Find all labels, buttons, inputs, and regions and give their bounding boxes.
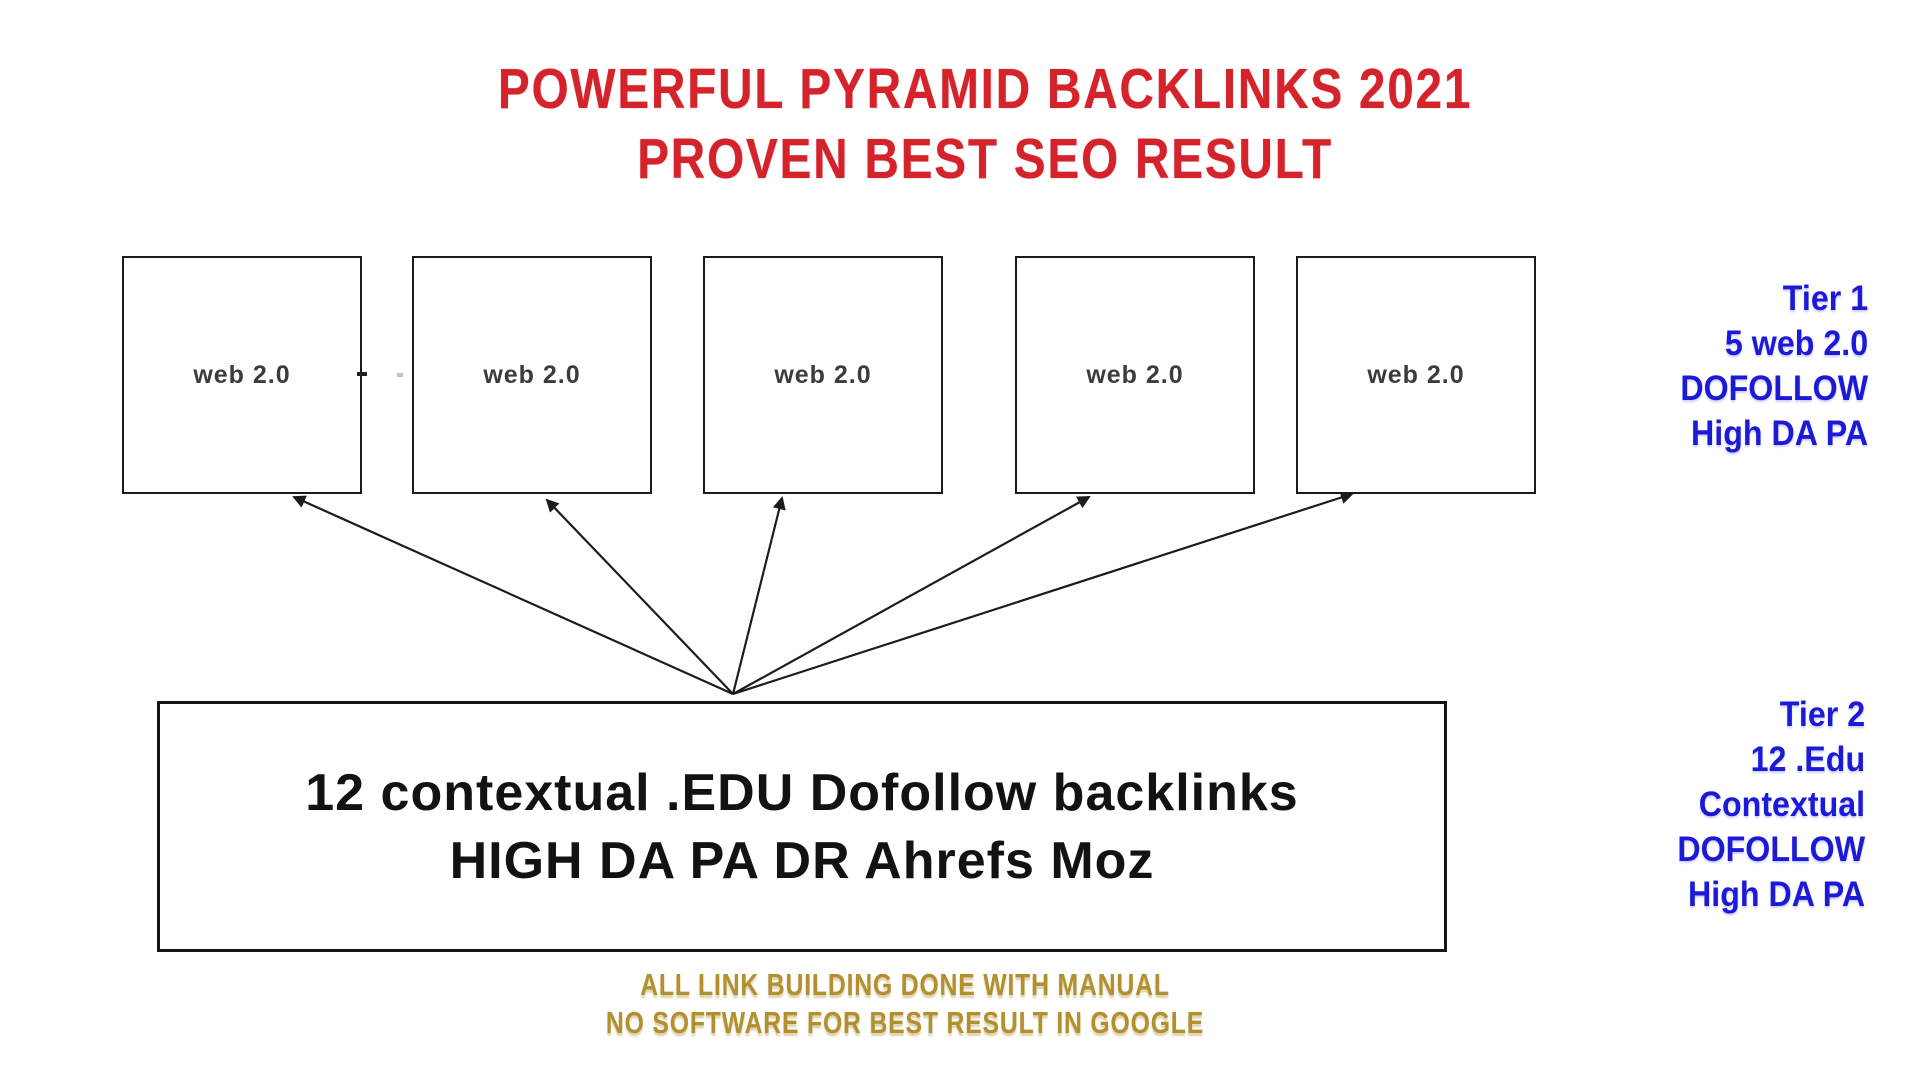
web20-box-2-label: web 2.0 <box>483 360 581 389</box>
tier2-annotation-line-4: DOFOLLOW <box>1677 830 1865 869</box>
footer-line-2: NO SOFTWARE FOR BEST RESULT IN GOOGLE <box>605 1005 1205 1040</box>
arrow-to-box-2 <box>545 498 734 695</box>
arrow-to-box-1 <box>292 495 734 696</box>
footer-line-1: ALL LINK BUILDING DONE WITH MANUAL <box>640 967 1170 1002</box>
tier2-annotation: Tier 2 12 .Edu Contextual DOFOLLOW High … <box>1677 692 1865 917</box>
web20-box-4-label: web 2.0 <box>1086 360 1184 389</box>
web20-box-4: web 2.0 <box>1015 256 1255 494</box>
web20-box-1-label: web 2.0 <box>193 360 291 389</box>
edu-box-line-1: 12 contextual .EDU Dofollow backlinks <box>305 763 1299 822</box>
title-line-2: PROVEN BEST SEO RESULT <box>637 127 1333 191</box>
tier1-annotation-line-4: High DA PA <box>1690 414 1868 453</box>
tier2-annotation-line-3: Contextual <box>1698 785 1865 824</box>
tier1-annotation-line-2: 5 web 2.0 <box>1724 324 1868 363</box>
tier1-annotation-line-3: DOFOLLOW <box>1680 369 1868 408</box>
web20-box-3-label: web 2.0 <box>774 360 872 389</box>
arrow-to-box-3 <box>731 496 786 695</box>
title-line-1: POWERFUL PYRAMID BACKLINKS 2021 <box>497 57 1473 121</box>
edu-box-line-2: HIGH DA PA DR Ahrefs Moz <box>449 831 1155 890</box>
web20-box-3: web 2.0 <box>703 256 943 494</box>
web20-box-2: web 2.0 <box>412 256 652 494</box>
web20-box-1: web 2.0 <box>122 256 362 494</box>
stray-dot <box>397 373 403 377</box>
edu-backlinks-box: 12 contextual .EDU Dofollow backlinks HI… <box>157 701 1447 952</box>
tier2-annotation-line-1: Tier 2 <box>1779 695 1865 734</box>
web20-box-5: web 2.0 <box>1296 256 1536 494</box>
page-title: POWERFUL PYRAMID BACKLINKS 2021 PROVEN B… <box>200 54 1771 194</box>
tier1-annotation: Tier 1 5 web 2.0 DOFOLLOW High DA PA <box>1680 276 1868 456</box>
tier2-annotation-line-5: High DA PA <box>1687 875 1865 914</box>
tier2-annotation-line-2: 12 .Edu <box>1750 740 1865 779</box>
arrow-to-box-4 <box>732 496 1091 695</box>
web20-box-5-label: web 2.0 <box>1367 360 1465 389</box>
footer-note: ALL LINK BUILDING DONE WITH MANUAL NO SO… <box>181 966 1629 1042</box>
tier1-annotation-line-1: Tier 1 <box>1782 279 1868 318</box>
arrow-to-box-5 <box>732 491 1354 696</box>
stray-tick <box>357 372 367 376</box>
